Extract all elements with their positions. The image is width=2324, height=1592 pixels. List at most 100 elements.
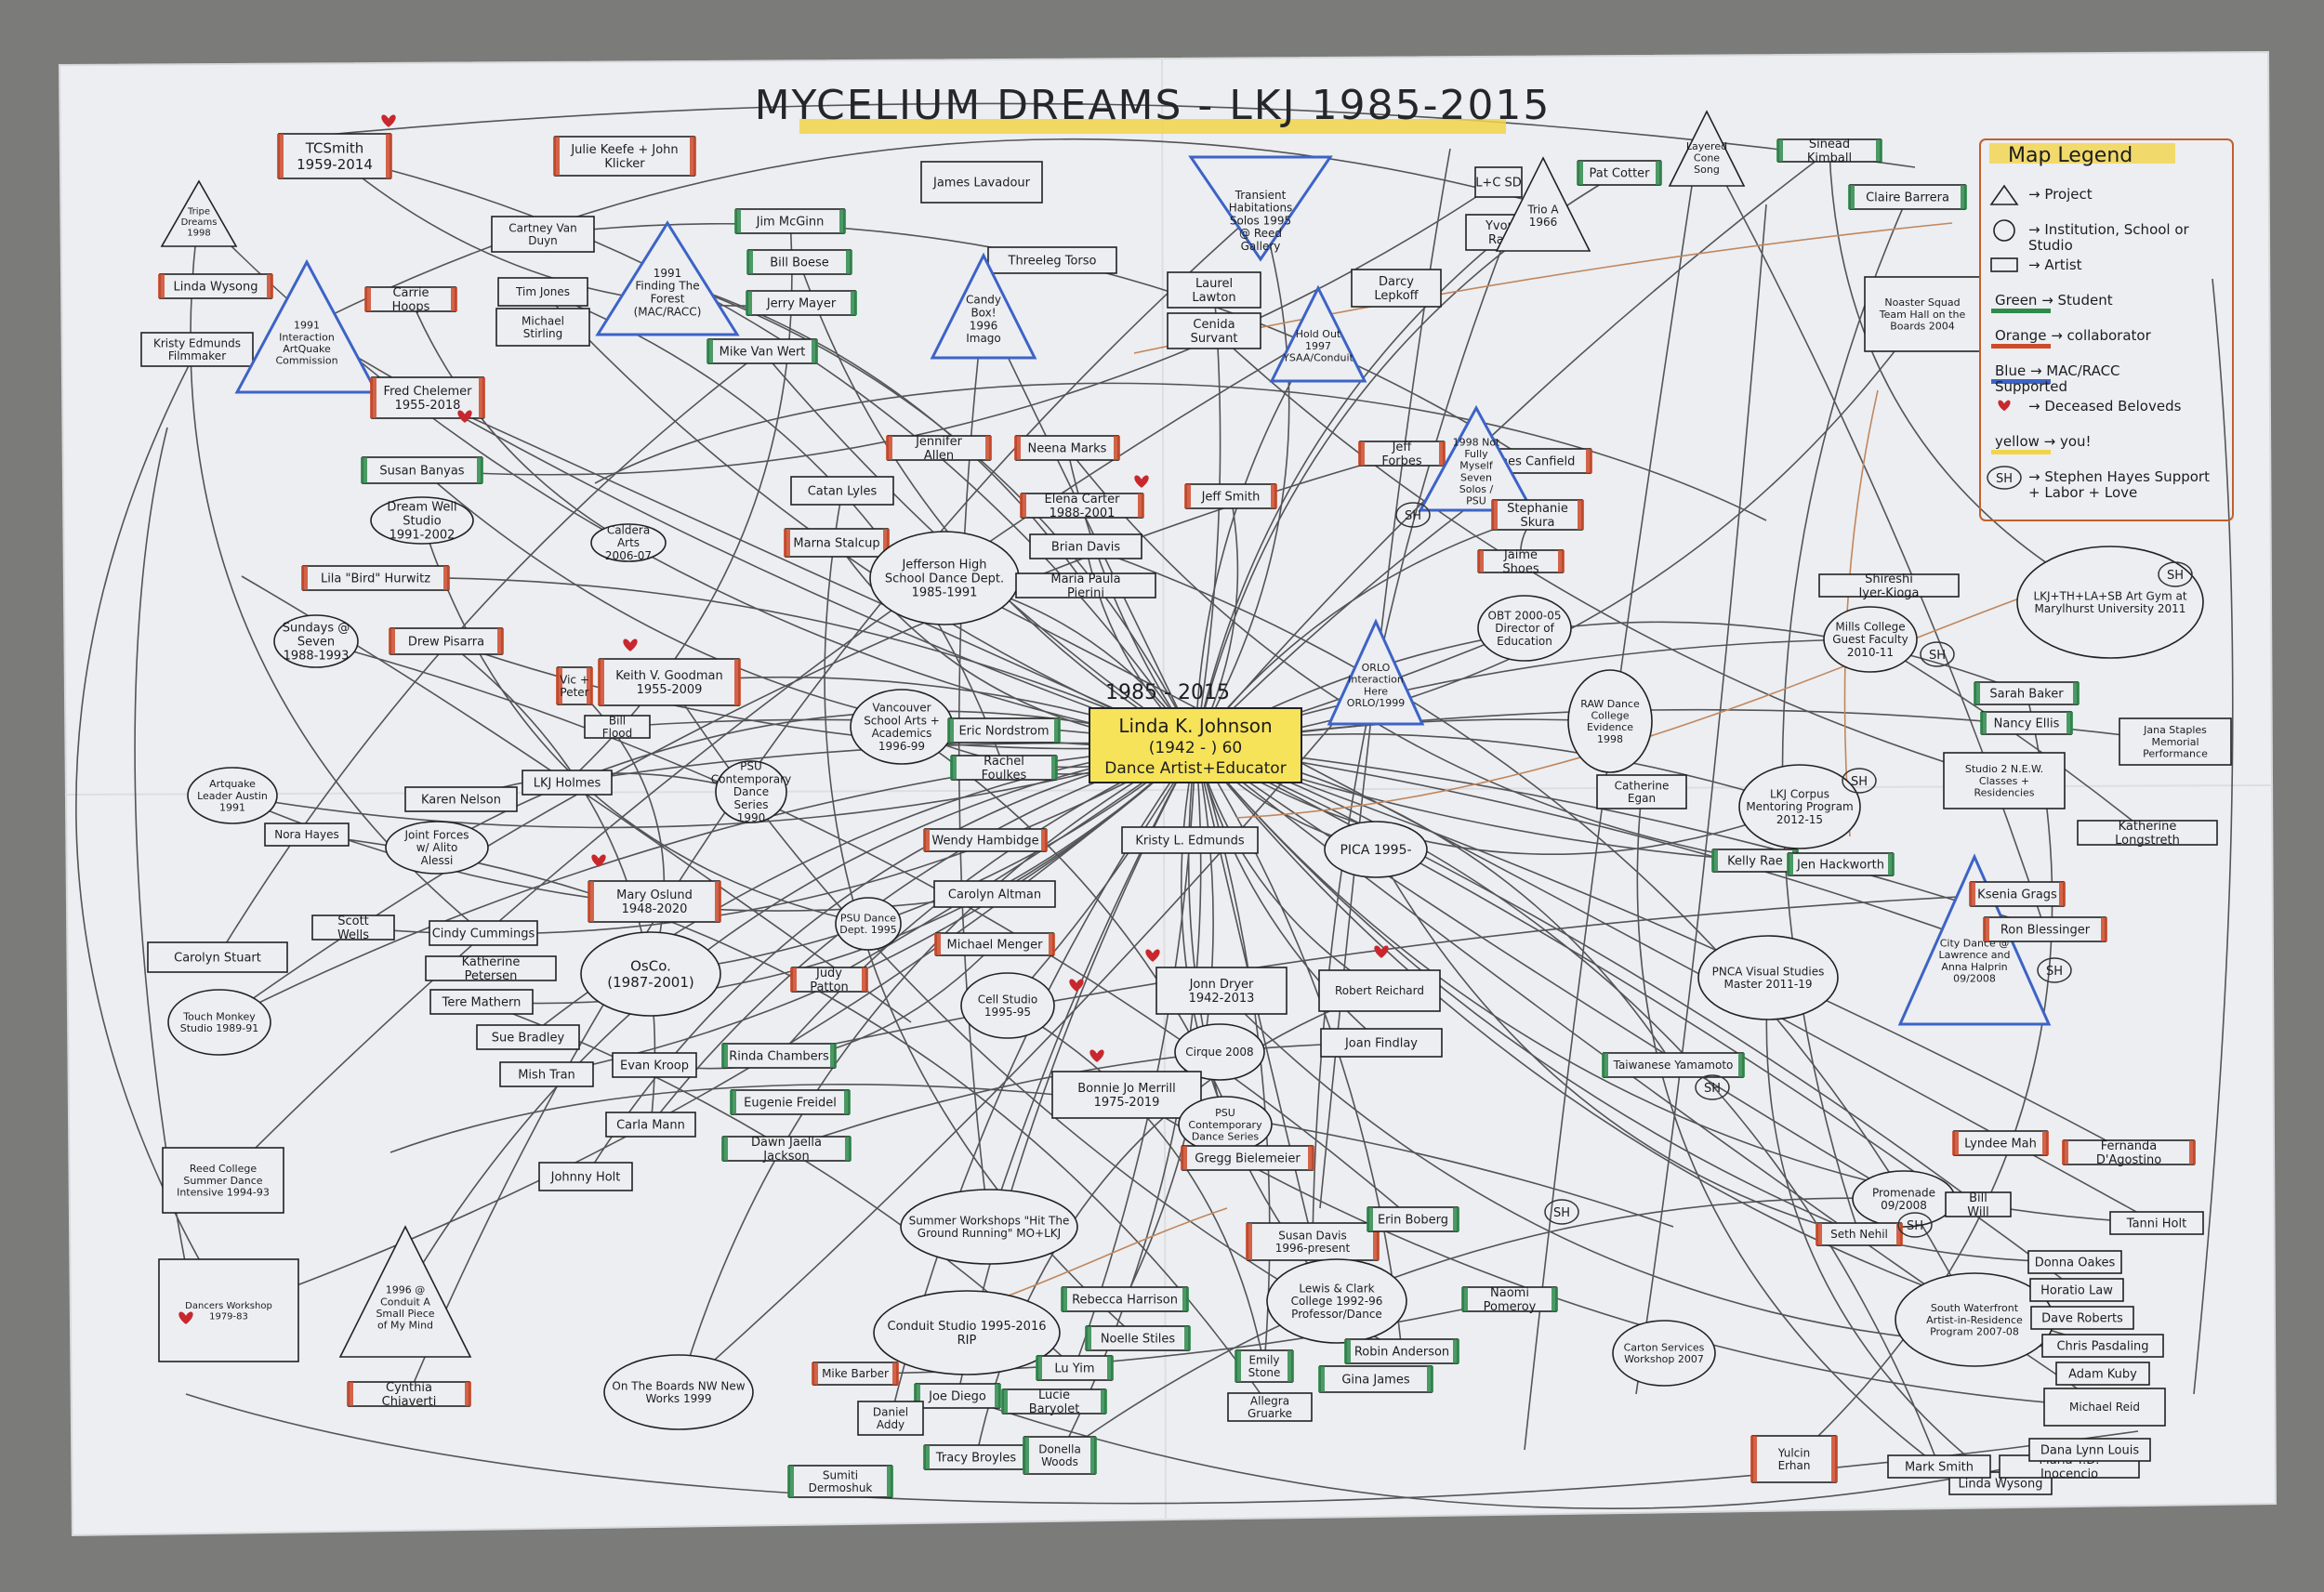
node-sue: Sue Bradley bbox=[476, 1024, 580, 1050]
role-marker bbox=[812, 339, 818, 363]
connection-line-112 bbox=[218, 453, 1403, 1023]
node-kristyl: Kristy L. Edmunds bbox=[1121, 826, 1259, 854]
node-label: PICA 1995- bbox=[1340, 843, 1411, 858]
role-marker bbox=[934, 933, 941, 955]
connection-line-137 bbox=[390, 1084, 1674, 1228]
heart-icon bbox=[381, 114, 396, 127]
role-marker bbox=[746, 291, 752, 315]
node-label: Rebecca Harrison bbox=[1072, 1294, 1178, 1308]
node-label: Nora Hayes bbox=[274, 828, 339, 841]
role-marker bbox=[1453, 1339, 1459, 1363]
node-label: Mike Barber bbox=[822, 1367, 889, 1380]
artist-box bbox=[599, 658, 740, 706]
role-marker bbox=[914, 1384, 920, 1408]
role-marker bbox=[787, 1466, 794, 1497]
node-eric: Eric Nordstrom bbox=[947, 717, 1061, 743]
artist-box bbox=[588, 880, 720, 923]
artist-box bbox=[1818, 573, 1960, 598]
node-carla: Carla Mann bbox=[605, 1112, 696, 1138]
legend-item-rect: → Artist bbox=[1990, 257, 2082, 273]
node-vic: Vic +Peter bbox=[556, 666, 593, 705]
node-michaelr: Michael Reid bbox=[2043, 1388, 2166, 1427]
heart-icon bbox=[1145, 949, 1160, 962]
node-label: Ksenia Grags bbox=[1977, 888, 2057, 902]
role-marker bbox=[830, 1044, 837, 1068]
role-marker bbox=[497, 628, 504, 654]
node-label: Linda Wysong bbox=[1959, 1478, 2043, 1492]
institution-ellipse bbox=[1738, 764, 1861, 849]
connection-line-1 bbox=[1195, 207, 1290, 746]
legend-label: Orange → collaborator bbox=[1995, 327, 2152, 344]
node-mike2: Mike Barber bbox=[812, 1362, 899, 1386]
node-lkjholmes: LKJ Holmes bbox=[522, 770, 613, 796]
heart-icon bbox=[1134, 475, 1149, 488]
center-node bbox=[1089, 707, 1302, 783]
role-marker bbox=[1711, 849, 1718, 872]
svg-text:SH: SH bbox=[1907, 1219, 1923, 1233]
node-donna: Donna Oakes bbox=[2027, 1250, 2122, 1274]
project-triangle bbox=[595, 220, 740, 336]
project-triangle bbox=[234, 258, 379, 394]
artist-box bbox=[1367, 1206, 1459, 1232]
role-marker bbox=[347, 1382, 353, 1406]
artist-box bbox=[951, 755, 1057, 781]
node-nancy: Nancy Ellis bbox=[1980, 711, 2073, 735]
connection-line-25 bbox=[1195, 514, 1538, 746]
role-marker bbox=[465, 1382, 471, 1406]
role-marker bbox=[844, 1090, 851, 1114]
node-jim: Jim McGinn bbox=[734, 208, 846, 234]
svg-text:SH: SH bbox=[1929, 649, 1946, 663]
artist-box bbox=[1023, 1436, 1096, 1475]
connection-line-143 bbox=[1133, 222, 1953, 354]
legend-label: → Artist bbox=[2028, 257, 2082, 273]
artist-box bbox=[887, 435, 991, 461]
sh-badge: SH bbox=[2037, 957, 2072, 983]
role-marker bbox=[588, 881, 594, 922]
institution-ellipse bbox=[603, 1354, 754, 1430]
connection-line-88 bbox=[306, 138, 1544, 328]
artist-box bbox=[1345, 1338, 1459, 1364]
role-marker bbox=[746, 250, 753, 274]
connection-line-45 bbox=[1195, 744, 2046, 930]
node-label: Gregg Bielemeier bbox=[1195, 1152, 1301, 1166]
role-marker bbox=[1001, 1389, 1008, 1414]
node-erin: Erin Boberg bbox=[1367, 1206, 1459, 1232]
node-label: Sarah Baker bbox=[1989, 688, 2064, 702]
artist-box bbox=[1816, 1222, 1902, 1246]
node-label: Nancy Ellis bbox=[1994, 717, 2060, 731]
node-seth: Seth Nehil bbox=[1816, 1222, 1903, 1246]
role-marker bbox=[1051, 756, 1058, 780]
role-marker bbox=[587, 667, 593, 704]
node-label: Cindy Cummings bbox=[432, 928, 535, 941]
connection-line-129 bbox=[1375, 849, 2076, 1263]
role-marker bbox=[1020, 493, 1026, 518]
